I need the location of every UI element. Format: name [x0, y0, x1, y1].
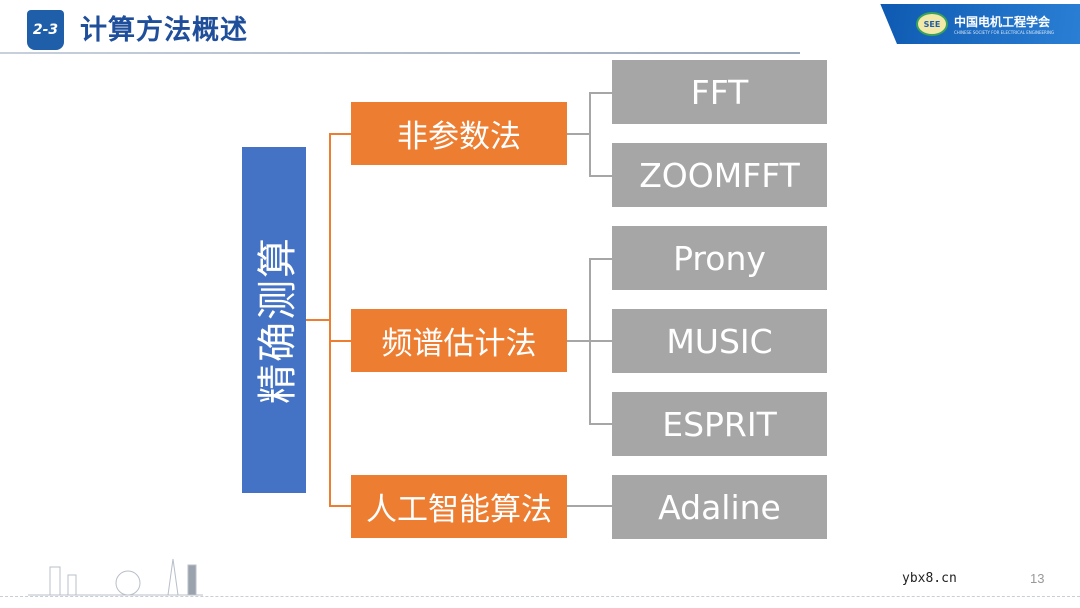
- branch-node: 非参数法: [351, 102, 567, 165]
- root-node: 精确测算: [242, 147, 306, 493]
- page-title: 计算方法概述: [80, 15, 248, 46]
- logo-name-en: CHINESE SOCIETY FOR ELECTRICAL ENGINEERI…: [954, 30, 1055, 35]
- logo-name-cn: 中国电机工程学会: [954, 15, 1051, 29]
- connector: [589, 258, 591, 425]
- branch-node: 频谱估计法: [351, 309, 567, 372]
- header-divider: [0, 52, 800, 54]
- leaf-node: Prony: [612, 226, 827, 290]
- connector: [329, 133, 331, 507]
- connector: [306, 319, 330, 321]
- connector: [589, 175, 612, 177]
- connector: [329, 505, 351, 507]
- connector: [329, 133, 351, 135]
- connector: [589, 92, 612, 94]
- root-label: 精确测算: [255, 236, 301, 404]
- leaf-node: MUSIC: [612, 309, 827, 373]
- connector: [589, 258, 612, 260]
- page-number: 13: [1030, 571, 1045, 586]
- section-badge: 2-3: [27, 10, 64, 50]
- watermark: ybx8.cn: [902, 571, 957, 586]
- branch-node: 人工智能算法: [351, 475, 567, 538]
- connector: [329, 340, 351, 342]
- leaf-node: Adaline: [612, 475, 827, 539]
- society-logo: SEE 中国电机工程学会 CHINESE SOCIETY FOR ELECTRI…: [880, 4, 1080, 44]
- connector: [589, 92, 591, 176]
- leaf-node: ZOOMFFT: [612, 143, 827, 207]
- connector: [589, 423, 612, 425]
- leaf-node: FFT: [612, 60, 827, 124]
- city-skyline-icon: [28, 558, 203, 596]
- connector: [567, 133, 590, 135]
- see-seal-icon: SEE: [916, 12, 948, 36]
- leaf-node: ESPRIT: [612, 392, 827, 456]
- connector: [567, 505, 612, 507]
- footer-divider: [0, 596, 1080, 597]
